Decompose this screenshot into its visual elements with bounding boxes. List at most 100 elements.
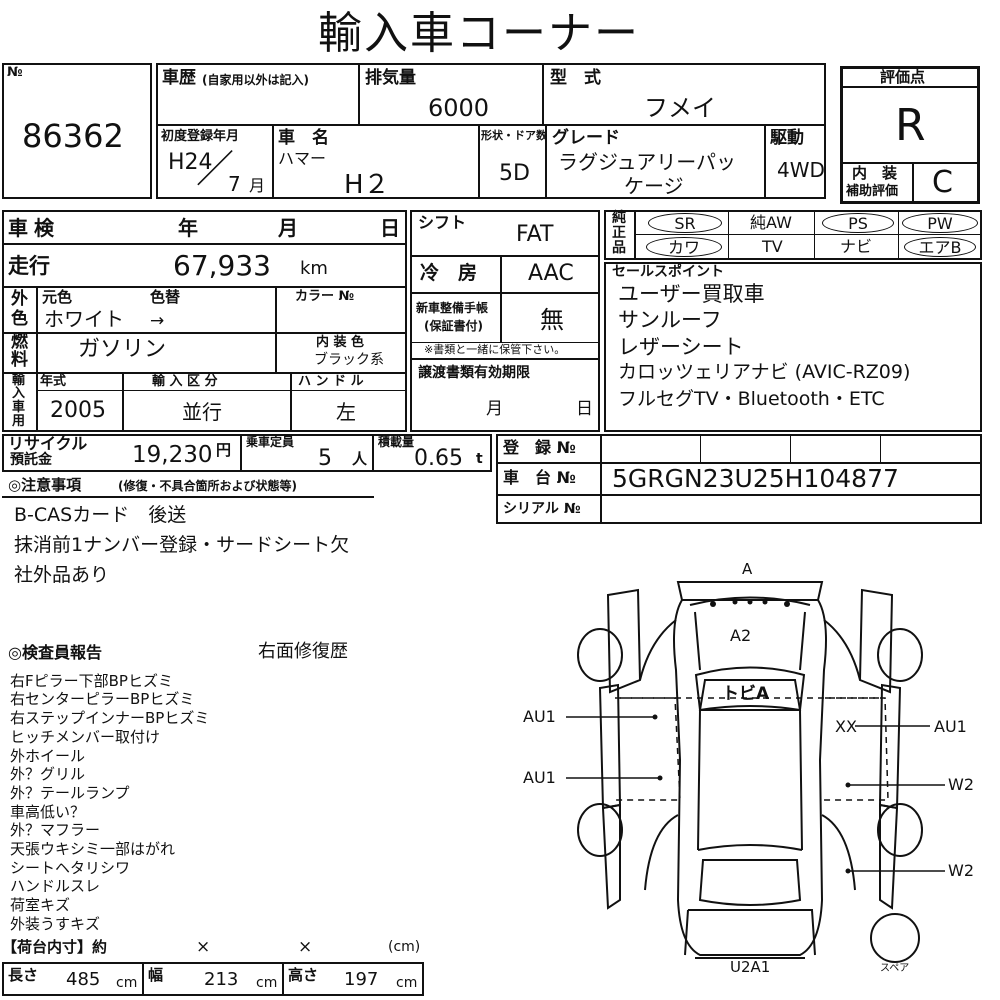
- first-reg-month: 7: [228, 172, 241, 196]
- drive-label: 駆動: [770, 128, 804, 148]
- equip-alloy-wheel: 純AW: [750, 213, 792, 232]
- model-label: 型 式: [550, 68, 601, 88]
- equip-power-window: PW: [902, 213, 978, 233]
- cargo-length: 485: [66, 969, 101, 990]
- score-box: [840, 66, 980, 204]
- mileage-unit: km: [300, 258, 328, 279]
- grade-value-2: ケージ: [624, 174, 684, 198]
- cargo-length-label: 長さ: [8, 966, 39, 984]
- cargo-height-unit: cm: [396, 975, 418, 991]
- handle-label: ハ ン ド ル: [298, 374, 364, 389]
- service-book-note: ※書類と一緒に保管下さい。: [424, 343, 566, 356]
- grade-value-1: ラグジュアリーパッ: [558, 150, 736, 174]
- cargo-length-unit: cm: [116, 975, 138, 991]
- grade-label: グレード: [552, 128, 620, 148]
- import-year: 2005: [50, 398, 106, 423]
- diagram-front: A: [742, 560, 753, 578]
- chassis-value: 5GRGN23U25H104877: [612, 464, 899, 493]
- equip-label-mid: 正: [612, 225, 626, 241]
- inspection-day: 日: [380, 216, 400, 240]
- inspector-line-12: ハンドルスレ: [10, 877, 101, 895]
- cargo-label: 【荷台内寸】約: [2, 938, 108, 956]
- notes-label: ◎注意事項: [8, 476, 82, 494]
- shift-value: FAT: [516, 222, 554, 247]
- inspector-line-9: 外？マフラー: [10, 821, 101, 839]
- color-side-1: 外: [11, 289, 28, 309]
- sales-points-box: [604, 262, 982, 432]
- score-value: R: [895, 100, 926, 151]
- diagram-left-2: AU1: [523, 768, 556, 787]
- cargo-unit: (cm): [388, 939, 421, 955]
- inspector-line-8: 車高低い？: [10, 803, 86, 821]
- load-unit: t: [476, 451, 483, 467]
- reg-no-label: 登 録 №: [503, 438, 576, 457]
- diagram-xx: XX: [835, 717, 857, 736]
- inspector-headline: 右面修復歴: [258, 641, 348, 662]
- ac-label: 冷 房: [420, 262, 478, 284]
- diagram-right-3: W2: [948, 861, 974, 880]
- car-name-label: 車 名: [278, 128, 329, 148]
- registration-box: [496, 434, 982, 524]
- sales-point-5: フルセグTV・Bluetooth・ETC: [618, 388, 885, 410]
- equip-label-bot: 品: [612, 240, 626, 256]
- fuel-value: ガソリン: [78, 337, 167, 362]
- notes-line-3: 社外品あり: [14, 564, 110, 586]
- recycle-value: 19,230: [132, 442, 213, 468]
- chassis-label: 車 台 №: [503, 468, 576, 487]
- fuel-side-2: 料: [11, 350, 28, 370]
- capacity-value: 5: [318, 446, 332, 471]
- body-label: 形状・ドア数: [481, 129, 547, 142]
- capacity-label: 乗車定員: [246, 435, 295, 449]
- inspection-month: 月: [278, 216, 298, 240]
- lot-number-box: [2, 63, 152, 199]
- inspector-line-13: 荷室キズ: [10, 896, 71, 914]
- inspector-label: ◎検査員報告: [8, 643, 102, 662]
- cargo-x-2: ×: [298, 937, 313, 957]
- cargo-width: 213: [204, 969, 239, 990]
- transfer-day: 日: [576, 399, 593, 419]
- equip-label-top: 純: [612, 210, 626, 226]
- diagram-roof: トビA: [722, 684, 770, 704]
- equip-airbag: エアB: [904, 237, 976, 257]
- inspector-line-3: 右ステップインナーBPヒズミ: [10, 709, 210, 727]
- notes-line-1: B-CASカード 後送: [14, 504, 187, 526]
- inspector-line-10: 天張ウキシミ一部はがれ: [10, 840, 176, 858]
- lot-number: 86362: [22, 117, 124, 155]
- service-book-label-1: 新車整備手帳: [416, 301, 489, 315]
- diagram-rear: U2A1: [730, 958, 771, 976]
- inspector-line-14: 外装うすキズ: [10, 915, 101, 933]
- inspector-line-11: シートヘタリシワ: [10, 859, 131, 877]
- vehicle-box: [2, 210, 407, 432]
- interior-color-label: 内 装 色: [316, 335, 365, 350]
- drive-value: 4WD: [777, 158, 825, 182]
- cargo-height-label: 高さ: [288, 966, 319, 984]
- import-side-4: 用: [12, 414, 26, 429]
- service-book-value: 無: [540, 306, 564, 334]
- ac-value: AAC: [528, 261, 574, 286]
- inspector-line-6: 外？グリル: [10, 765, 86, 783]
- color-arrow: →: [150, 311, 165, 331]
- inspection-label: 車検: [8, 216, 60, 240]
- inspection-year: 年: [178, 216, 198, 240]
- inspector-line-1: 右Fピラー下部BPヒズミ: [10, 672, 173, 690]
- import-class-label: 輸 入 区 分: [152, 374, 218, 389]
- equip-tv: TV: [762, 237, 783, 256]
- sales-point-2: サンルーフ: [618, 308, 722, 332]
- diagram-right-1: AU1: [934, 717, 967, 736]
- handle-value: 左: [336, 400, 356, 424]
- sales-point-4: カロッツェリアナビ (AVIC-RZ09): [618, 361, 911, 383]
- spec-box: [156, 63, 826, 199]
- interior-score-value: C: [932, 165, 953, 200]
- mileage-label: 走行: [8, 254, 50, 278]
- recycle-box: [2, 434, 492, 472]
- interior-score-label: 内 装: [852, 164, 898, 182]
- cargo-width-unit: cm: [256, 975, 278, 991]
- notes-line-2: 抹消前1ナンバー登録・サードシート欠: [14, 534, 350, 556]
- import-year-label: 年式: [40, 374, 67, 389]
- transfer-month: 月: [486, 399, 503, 419]
- interior-color: ブラック系: [314, 352, 384, 368]
- recycle-label-1: リサイクル: [8, 434, 88, 453]
- inspector-line-4: ヒッチメンバー取付け: [10, 728, 161, 746]
- service-book-label-2: (保証書付): [424, 319, 483, 333]
- car-name: H２: [344, 170, 390, 200]
